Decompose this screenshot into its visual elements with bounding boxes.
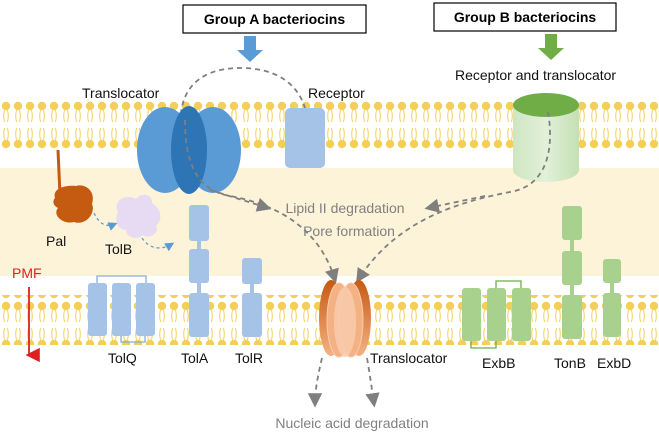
receptor-protein — [285, 108, 325, 168]
translocator-bottom-protein — [319, 280, 371, 358]
group-a-inner-path — [184, 119, 339, 284]
pmf-label: PMF — [12, 265, 42, 281]
exbb-protein — [462, 280, 531, 349]
receptor-translocator-label: Receptor and translocator — [455, 67, 616, 83]
tola-label: TolA — [181, 350, 209, 366]
arrow-to-lipid-right — [424, 195, 486, 213]
tolr-protein — [242, 258, 262, 337]
receptor-label: Receptor — [308, 85, 365, 101]
group-a-title-box: Group A bacteriocins — [182, 4, 367, 34]
tola-protein — [189, 205, 209, 337]
tolq-label: TolQ — [108, 350, 137, 366]
arrow-to-nucleic-left — [307, 357, 323, 408]
pal-protein — [53, 149, 93, 223]
arrow-to-lipid-left — [209, 189, 272, 212]
pore-formation-label: Pore formation — [303, 223, 395, 239]
group-a-title: Group A bacteriocins — [204, 11, 346, 27]
tolq-protein — [88, 275, 155, 343]
group-b-arrow-icon — [538, 34, 564, 60]
exbb-label: ExbB — [482, 355, 515, 371]
pal-label: Pal — [46, 233, 66, 249]
translocator-top-label: Translocator — [82, 85, 160, 101]
exbd-protein — [603, 259, 621, 337]
tonb-label: TonB — [554, 355, 586, 371]
tolb-to-tola-arrow — [141, 237, 175, 252]
tolr-label: TolR — [235, 350, 263, 366]
group-b-title: Group B bacteriocins — [454, 9, 597, 25]
lipid-ii-label: Lipid II degradation — [285, 200, 404, 216]
tolb-label: TolB — [105, 241, 132, 257]
arrow-to-nucleic-right — [365, 357, 380, 408]
group-a-arrow-icon — [237, 36, 263, 62]
translocator-bottom-label: Translocator — [370, 350, 448, 366]
receptor-translocator-cylinder — [513, 93, 579, 182]
tonb-protein — [562, 206, 582, 339]
tolb-protein — [116, 194, 161, 238]
group-b-title-box: Group B bacteriocins — [433, 2, 617, 32]
periplasm-band — [0, 168, 659, 276]
pal-to-tolb-arrow — [93, 212, 118, 231]
translocator-top-protein — [137, 106, 241, 194]
exbd-label: ExbD — [597, 355, 631, 371]
nucleic-acid-label: Nucleic acid degradation — [275, 415, 428, 431]
